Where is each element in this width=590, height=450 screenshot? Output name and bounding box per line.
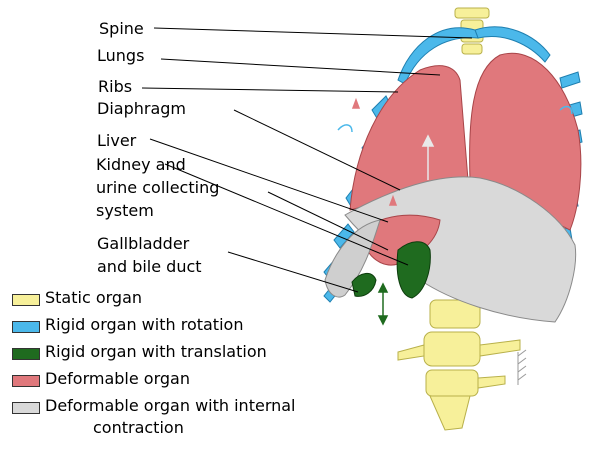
- fixed-support-icon: [518, 350, 526, 385]
- legend-swatch-rigid-rotation: [12, 321, 40, 333]
- legend-swatch-deformable: [12, 375, 40, 387]
- label-gallbladder-line1: Gallbladder: [97, 234, 189, 253]
- legend-label-contraction-line2: contraction: [93, 418, 184, 438]
- legend-label-rigid-translation: Rigid organ with translation: [45, 342, 267, 362]
- legend-label-deformable: Deformable organ: [45, 369, 190, 389]
- legend-swatch-static: [12, 294, 40, 306]
- legend-label-contraction-line1: Deformable organ with internal: [45, 396, 296, 416]
- legend-label-rigid-rotation: Rigid organ with rotation: [45, 315, 243, 335]
- label-kidney-line3: system: [96, 201, 154, 220]
- legend-swatch-rigid-translation: [12, 348, 40, 360]
- label-kidney-line2: urine collecting: [96, 178, 219, 197]
- label-gallbladder-line2: and bile duct: [97, 257, 202, 276]
- label-spine: Spine: [99, 19, 144, 38]
- label-liver: Liver: [97, 131, 136, 150]
- legend-swatch-contraction: [12, 402, 40, 414]
- label-kidney-line1: Kidney and: [96, 155, 186, 174]
- label-diaphragm: Diaphragm: [97, 99, 186, 118]
- label-lungs: Lungs: [97, 46, 144, 65]
- label-ribs: Ribs: [98, 77, 132, 96]
- legend-label-static: Static organ: [45, 288, 142, 308]
